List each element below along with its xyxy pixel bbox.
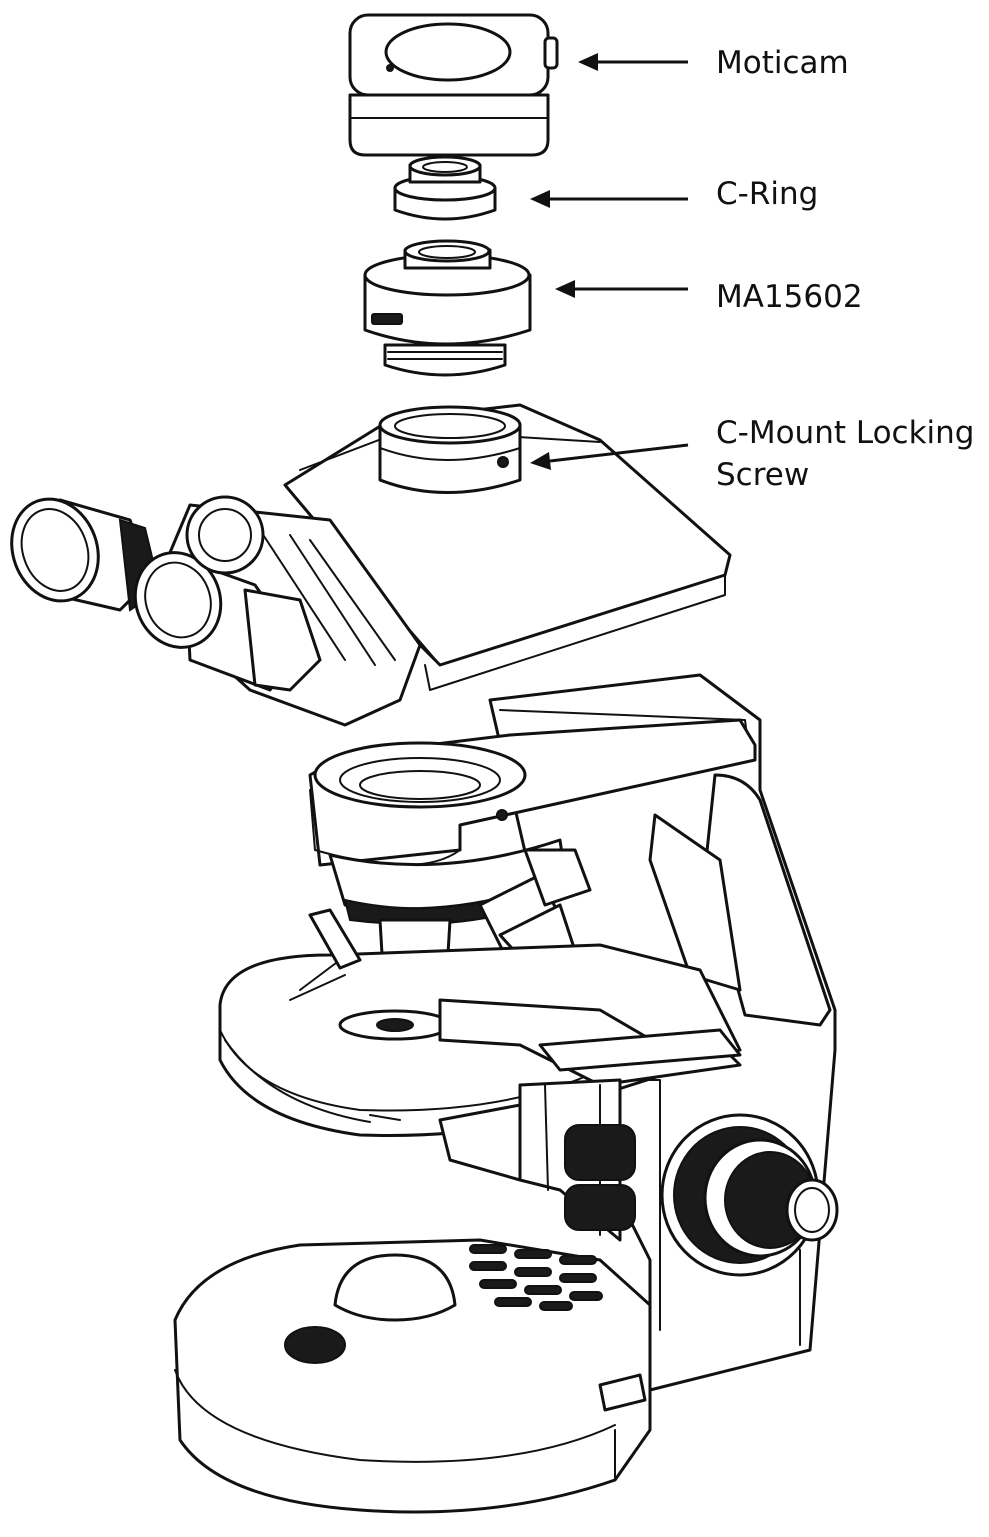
label-c-mount-locking-screw-line2: Screw [716, 457, 809, 493]
label-ma15602: MA15602 [716, 279, 863, 315]
label-c-mount-locking-screw-line1: C-Mount Locking [716, 415, 974, 451]
c-ring [393, 155, 497, 221]
moticam-camera [348, 13, 559, 157]
arrow-ma15602 [555, 280, 688, 298]
coarse-focus-knob [660, 1113, 839, 1277]
arrow-locking-screw [530, 443, 689, 470]
label-moticam: Moticam [716, 45, 849, 81]
microscope-base [173, 1238, 652, 1514]
eyepiece-right [133, 495, 322, 692]
arrow-c-ring [530, 190, 688, 208]
arrow-moticam [578, 53, 688, 71]
ma15602-adapter [363, 239, 532, 377]
label-c-ring: C-Ring [716, 176, 818, 212]
nosepiece-plate [308, 718, 757, 867]
fine-focus-knob-small [564, 1124, 636, 1231]
